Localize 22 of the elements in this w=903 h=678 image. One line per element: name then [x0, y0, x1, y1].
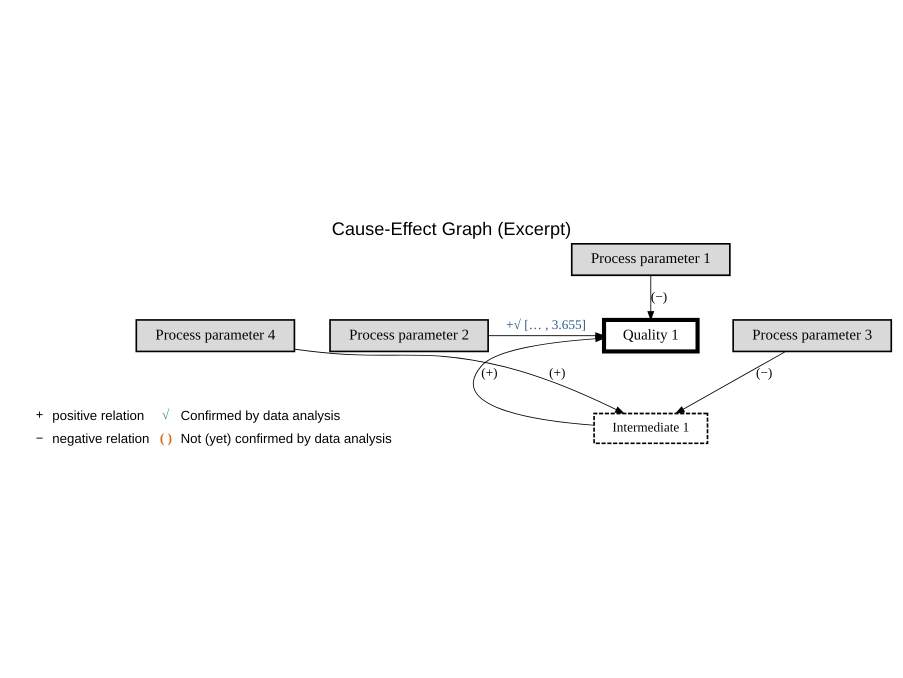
node-box: Intermediate 1	[593, 412, 708, 444]
edge-label: (+)	[481, 364, 498, 380]
node-box: Quality 1	[602, 318, 700, 354]
arrow	[674, 351, 786, 414]
node-box: Process parameter 4	[135, 319, 296, 352]
label: −	[36, 430, 44, 446]
diagram-title: Cause-Effect Graph (Excerpt)	[332, 219, 572, 240]
label: ( )	[160, 430, 172, 446]
edge-label: (+)	[549, 364, 566, 380]
legend-label: Not (yet) confirmed by data analysis	[180, 431, 392, 446]
legend-label: positive relation	[52, 408, 144, 423]
label: +	[36, 407, 44, 422]
node-box: Process parameter 2	[329, 319, 489, 352]
legend-label: Confirmed by data analysis	[180, 408, 340, 423]
edge-label: (−)	[650, 288, 668, 304]
legend-label: negative relation	[52, 431, 150, 446]
label: √	[162, 407, 170, 422]
arrow	[294, 348, 625, 414]
edge-label: (−)	[756, 364, 772, 380]
node-box: Process parameter 3	[732, 319, 892, 352]
node-box: Process parameter 1	[570, 242, 731, 276]
edge-label: +√ [… , 3.655]	[506, 316, 586, 332]
